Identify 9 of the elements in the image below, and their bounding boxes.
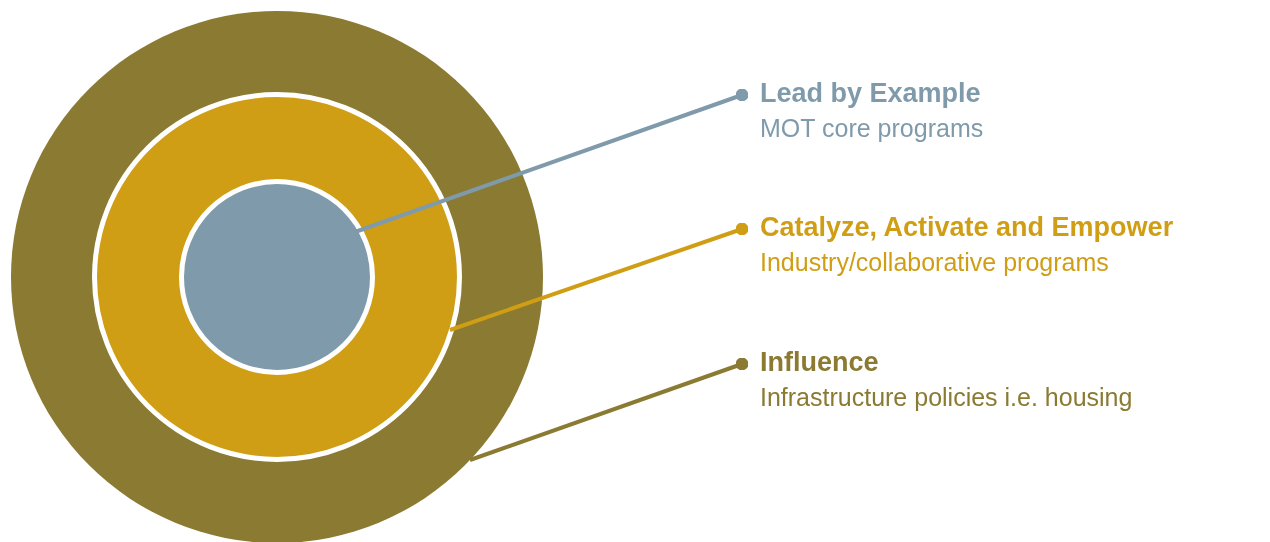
level-heading: Lead by Example — [760, 77, 982, 110]
level-description: Industry/collaborative programs — [760, 247, 1110, 278]
level-description: MOT core programs — [760, 113, 985, 144]
level-heading: Influence — [760, 346, 880, 379]
level-description: Infrastructure policies i.e. housing — [760, 382, 1134, 413]
leader-line — [469, 357, 749, 462]
leader-line — [449, 222, 749, 332]
leader-line — [354, 88, 749, 234]
level-heading: Catalyze, Activate and Empower — [760, 211, 1175, 244]
